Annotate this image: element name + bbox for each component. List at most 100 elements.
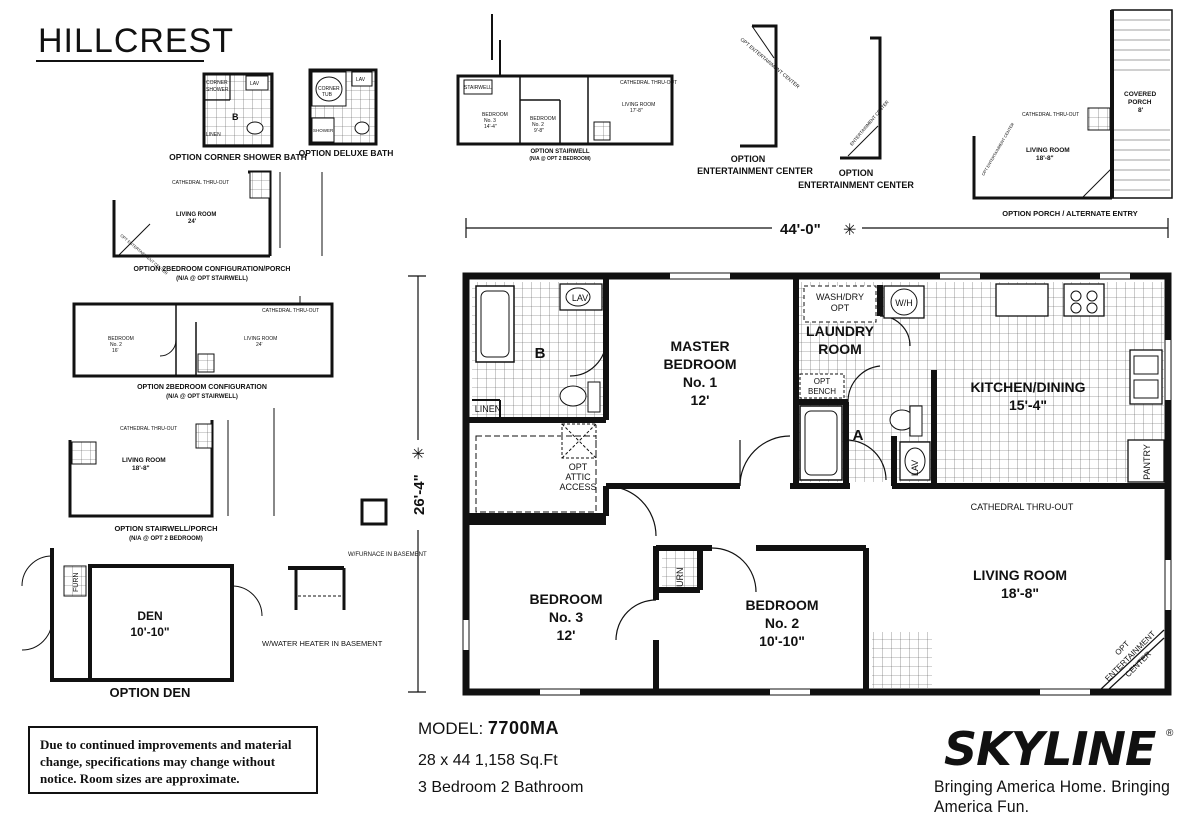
br2-config-living: LIVING ROOM (244, 336, 277, 342)
deluxe-shower-label: SHOWER (313, 128, 334, 133)
porch-labels: COVERED PORCH 8' CATHEDRAL THRU-OUT LIVI… (981, 91, 1157, 177)
washdry-line2: OPT (831, 303, 850, 313)
furnace-basement-note: W/FURNACE IN BASEMENT (348, 552, 427, 558)
bedroom2-line1: BEDROOM (745, 597, 818, 613)
stairwell-labels: CATHEDRAL THRU-OUT STAIRWELL BEDROOM No.… (464, 80, 677, 134)
stair-living-size: 17'-8" (630, 108, 643, 114)
option-ent-center-2 (840, 36, 882, 160)
deluxe-bath-caption: OPTION DELUXE BATH (299, 148, 394, 158)
registered-mark: ® (1166, 728, 1174, 739)
bath-a-label: A (853, 427, 864, 444)
porch-line1: COVERED (1124, 91, 1156, 98)
ent-center-2-caption-1: OPTION (839, 168, 874, 178)
den-size: 10'-10" (130, 625, 169, 639)
stairwell-caption-2: (N/A @ OPT 2 BEDROOM) (529, 156, 591, 162)
option-porch-alt-entry (972, 9, 1173, 200)
option-den (21, 548, 263, 682)
living-room-size: 18'-8" (1001, 585, 1039, 601)
br2-config-labels: CATHEDRAL THRU-OUT BEDROOM No. 2 16' LIV… (108, 308, 319, 354)
stairwell-tag: STAIRWELL (464, 85, 492, 91)
depth-label: 26'-4" (411, 474, 428, 515)
water-heater-symbol (288, 566, 346, 610)
br2-config-bed-2: No. 2 (110, 342, 122, 348)
option-2br-config (72, 296, 334, 378)
laundry-line2: ROOM (818, 341, 862, 357)
porch-line2: PORCH (1128, 99, 1152, 106)
bedroom2-size: 10'-10" (759, 633, 805, 649)
linen-label: LINEN (475, 404, 502, 414)
kitchen-size: 15'-4" (1009, 397, 1047, 413)
ent-center-1-label: OPT ENTERTAINMENT CENTER (739, 37, 801, 90)
porch-cathedral: CATHEDRAL THRU-OUT (1022, 112, 1079, 118)
water-heater-note: W/WATER HEATER IN BASEMENT (262, 639, 383, 648)
attic-line3: ACCESS (559, 482, 596, 492)
model-label: MODEL: (418, 719, 484, 738)
bench-line1: OPT (814, 377, 831, 386)
bedroom3-size: 12' (557, 627, 576, 643)
model-number: 7700MA (487, 718, 559, 738)
stair-bed2-line1: BEDROOM (530, 116, 556, 122)
furnace-basement-symbol (360, 498, 388, 526)
pantry-label: PANTRY (1142, 444, 1152, 480)
br2-porch-caption-2: (N/A @ OPT STAIRWELL) (176, 276, 248, 282)
plan-title: HILLCREST (38, 22, 235, 60)
corner-shower-lav: LAV (250, 81, 260, 87)
bedroom2-line2: No. 2 (765, 615, 799, 631)
width-dimension (465, 218, 1169, 238)
option-stairwell-porch (68, 408, 275, 518)
deluxe-lav-label: LAV (356, 77, 366, 83)
water-heater-label: W/H (895, 298, 913, 308)
disclaimer-notice: Due to continued improvements and materi… (28, 726, 318, 794)
svg-text:CORNER: CORNER (206, 80, 228, 86)
corner-shower-text: SHOWER (206, 87, 229, 93)
ent-center-1-caption-1: OPTION (731, 154, 766, 164)
stairwell-cathedral: CATHEDRAL THRU-OUT (620, 80, 677, 86)
stairwell-porch-labels: CATHEDRAL THRU-OUT LIVING ROOM 18'-8" (120, 426, 177, 472)
br2-porch-living: LIVING ROOM (176, 212, 216, 218)
kitchen-label: KITCHEN/DINING (970, 379, 1085, 395)
deluxe-tub-label: TUB (322, 92, 333, 98)
deluxe-corner-label: CORNER (318, 86, 340, 92)
option-ent-center-1 (740, 24, 778, 148)
lav-label-a: LAV (910, 460, 920, 476)
stair-bed2-size: 9'-8" (534, 128, 544, 134)
porch-caption: OPTION PORCH / ALTERNATE ENTRY (1002, 209, 1137, 218)
bench-line2: BENCH (808, 387, 836, 396)
stair-bed2-line2: No. 2 (532, 122, 544, 128)
master-bedroom-line2: BEDROOM (663, 356, 736, 372)
attic-line1: OPT (569, 462, 588, 472)
option-stairwell (456, 14, 674, 146)
br2-porch-caption-1: OPTION 2BEDROOM CONFIGURATION/PORCH (134, 266, 291, 273)
br2-config-cathedral: CATHEDRAL THRU-OUT (262, 308, 319, 314)
stair-bed3-size: 14'-4" (484, 124, 497, 130)
stairwell-porch-size: 18'-8" (132, 465, 150, 472)
main-floor-plan (462, 272, 1172, 696)
master-bedroom-line3: No. 1 (683, 374, 717, 390)
furn-tile (662, 548, 698, 590)
option-corner-shower-bath: CORNER SHOWER LAV B LINEN (202, 72, 274, 148)
depth-dimension (408, 275, 426, 693)
corner-shower-caption: OPTION CORNER SHOWER BATH (169, 152, 307, 162)
br2-config-caption-2: (N/A @ OPT STAIRWELL) (166, 394, 238, 400)
br2-porch-size: 24' (188, 219, 197, 225)
br2-config-bed-1: BEDROOM (108, 336, 134, 342)
porch-living: LIVING ROOM (1026, 147, 1070, 154)
living-room-label: LIVING ROOM (973, 567, 1067, 583)
bedroom3-line2: No. 3 (549, 609, 583, 625)
stair-bed3-line1: BEDROOM (482, 112, 508, 118)
stair-bed3-line2: No. 3 (484, 118, 496, 124)
den-caption: OPTION DEN (110, 685, 191, 700)
den-furn: FURN (73, 573, 80, 592)
main-room-labels: MASTER BEDROOM No. 1 12' LAUNDRY ROOM WA… (475, 292, 1158, 683)
width-label: 44'-0" (780, 221, 821, 238)
br2-config-living-size: 24' (256, 342, 263, 348)
attic-line2: ATTIC (565, 472, 591, 482)
laundry-line1: LAUNDRY (806, 323, 875, 339)
width-asterisk: ✳ (843, 222, 856, 239)
bedroom3-line1: BEDROOM (529, 591, 602, 607)
entry-tile (872, 632, 932, 688)
stairwell-porch-caption-2: (N/A @ OPT 2 BEDROOM) (129, 536, 203, 542)
ent-center-1-caption-2: ENTERTAINMENT CENTER (697, 166, 813, 176)
model-bed-bath: 3 Bedroom 2 Bathroom (418, 779, 584, 796)
